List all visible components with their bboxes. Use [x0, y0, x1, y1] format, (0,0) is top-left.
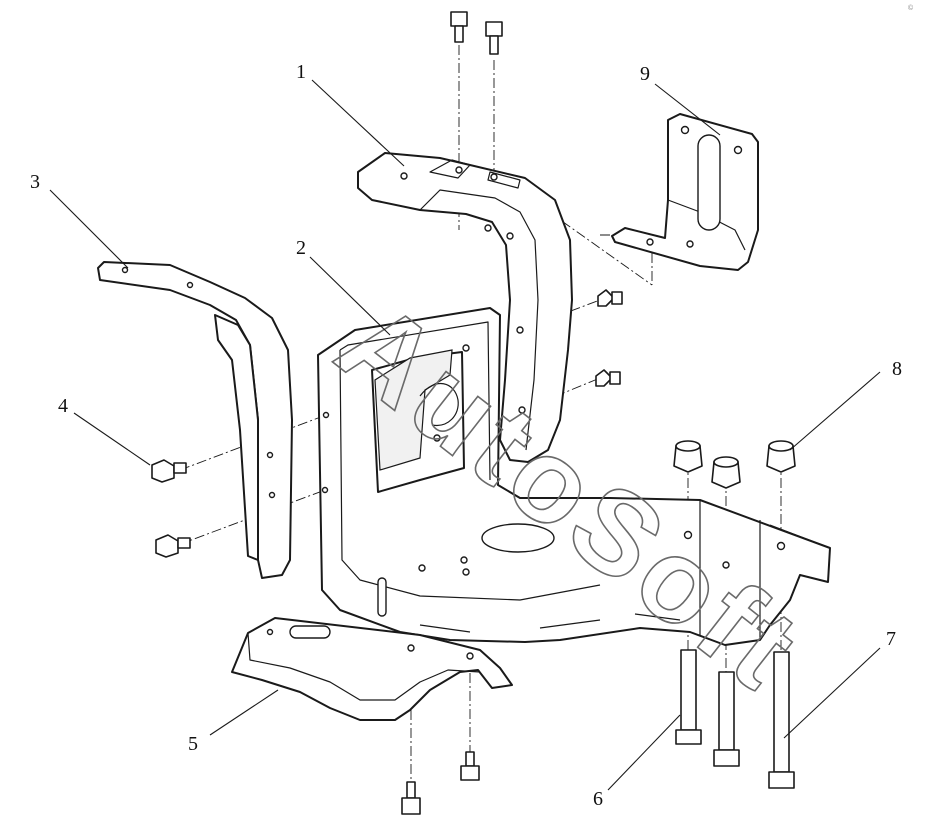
side-bolts-left [151, 459, 191, 558]
corner-mark: © [908, 4, 914, 12]
callout-6: 6 [593, 788, 603, 810]
callout-4: 4 [58, 395, 68, 417]
callout-8: 8 [892, 358, 902, 380]
top-bolts [450, 11, 503, 55]
callout-7: 7 [886, 628, 896, 650]
callout-labels: 1 2 3 4 5 6 7 8 9 [30, 61, 902, 810]
callout-5: 5 [188, 733, 198, 755]
callout-3: 3 [30, 171, 40, 193]
long-bolts-6-7 [675, 649, 795, 789]
leader-lines [49, 79, 881, 791]
part-3-side-bracket [97, 261, 293, 579]
callout-2: 2 [296, 237, 306, 259]
part-9-l-bracket [611, 113, 759, 271]
part-1-upper-bracket [357, 152, 573, 463]
part-2-main-bracket [317, 307, 831, 646]
bottom-bolts [401, 751, 480, 815]
part-5-lower-plate [231, 617, 513, 721]
callout-1: 1 [296, 61, 306, 83]
nuts-8 [673, 440, 796, 489]
callout-9: 9 [640, 63, 650, 85]
side-bolts-right [595, 289, 623, 387]
